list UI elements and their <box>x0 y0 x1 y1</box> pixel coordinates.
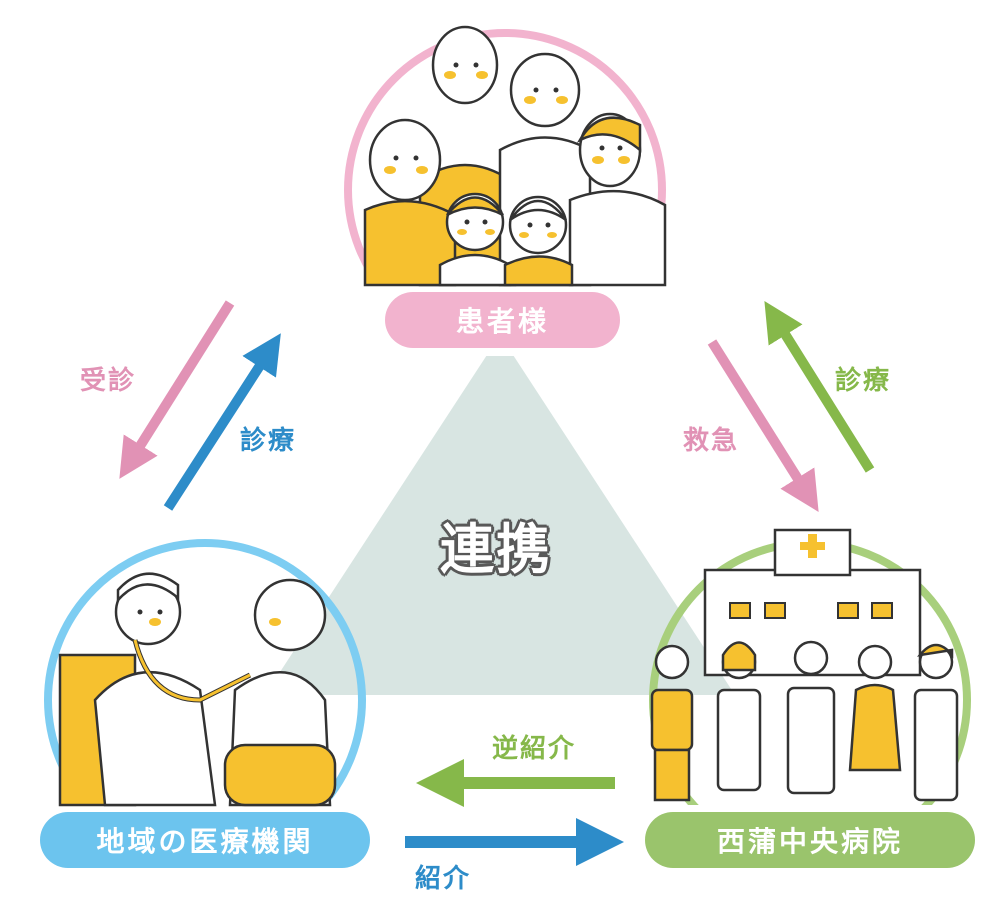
arrow-shinryo-left <box>163 333 281 511</box>
center-label: 連携 <box>440 518 552 581</box>
arrow-shinryo-right <box>764 301 875 473</box>
label-gyaku-shokai: 逆紹介 <box>492 734 577 764</box>
label-shinryo-right: 診療 <box>835 366 892 396</box>
patient-label: 患者様 <box>385 292 620 348</box>
arrow-jushin <box>119 300 235 479</box>
label-kyukyu: 救急 <box>683 426 740 456</box>
cooperation-triangle <box>265 335 735 695</box>
label-shinryo-left: 診療 <box>240 426 297 456</box>
patient-illustration <box>344 25 667 356</box>
hospital-label: 西蒲中央病院 <box>645 812 975 868</box>
label-shokai: 紹介 <box>415 864 472 894</box>
label-jushin: 受診 <box>80 366 137 396</box>
arrow-kyukyu <box>707 339 819 512</box>
local-clinic-label: 地域の医療機関 <box>40 812 370 868</box>
